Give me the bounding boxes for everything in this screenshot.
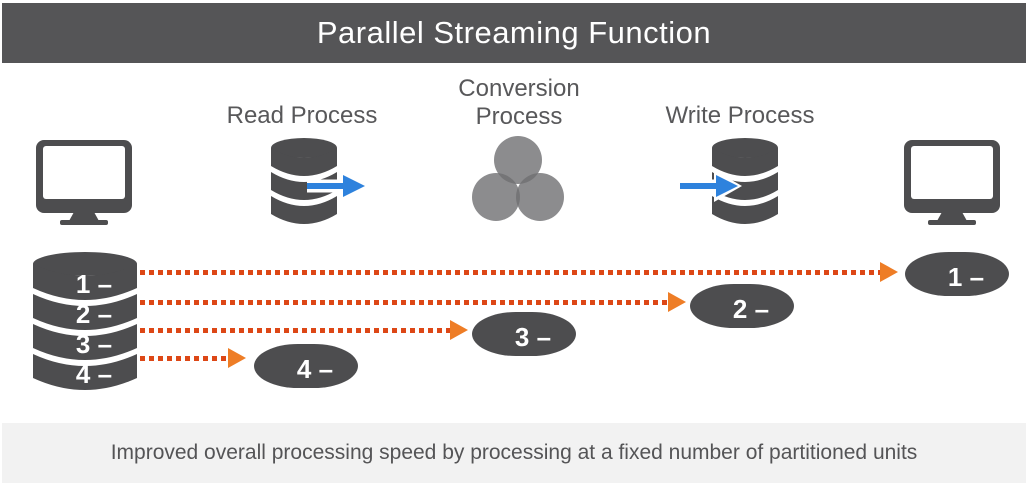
partition-label: 1 – xyxy=(75,269,113,299)
disk-label: 1 – xyxy=(947,261,985,292)
footer-caption: Improved overall processing speed by pro… xyxy=(110,441,918,464)
write-arrow-icon xyxy=(680,170,742,202)
conversion-process-label: Conversion Process xyxy=(458,75,580,130)
partition-segment xyxy=(33,294,137,330)
read-arrow-icon xyxy=(307,170,369,202)
partition-segment xyxy=(33,252,137,276)
disk-label: 4 – xyxy=(296,353,334,384)
partition-segment xyxy=(33,264,137,300)
partition-segment xyxy=(33,354,137,390)
partition-disk: 1 – xyxy=(905,252,1009,296)
stream-dotted-line xyxy=(140,300,668,305)
write-database-icon xyxy=(680,138,778,224)
partition-label: 3 – xyxy=(75,329,113,359)
partition-stack xyxy=(33,252,137,390)
stream-dotted-line xyxy=(140,270,880,275)
stream-arrowhead-icon xyxy=(228,348,246,368)
disk-label: 3 – xyxy=(514,321,552,352)
source-monitor-icon xyxy=(36,140,132,225)
read-database-icon xyxy=(271,138,369,224)
page-title: Parallel Streaming Function xyxy=(316,15,712,50)
target-monitor-icon xyxy=(904,140,1000,225)
partition-disk: 4 – xyxy=(254,344,358,388)
stream-arrowhead-icon xyxy=(880,262,898,282)
stream-arrowhead-icon xyxy=(668,292,686,312)
partition-disk: 2 – xyxy=(690,284,794,328)
partition-segment xyxy=(33,324,137,360)
stream-dotted-line xyxy=(140,328,450,333)
read-process-label: Read Process xyxy=(226,102,378,129)
title-bar: Parallel Streaming Function xyxy=(2,3,1026,63)
partition-disk: 3 – xyxy=(472,312,576,356)
footer-bar: Improved overall processing speed by pro… xyxy=(2,423,1026,483)
stream-arrowhead-icon xyxy=(450,320,468,340)
partition-label: 2 – xyxy=(75,299,113,329)
partition-label: 4 – xyxy=(75,359,113,389)
conversion-venn-icon xyxy=(472,136,564,221)
stream-dotted-line xyxy=(140,356,228,361)
disk-label: 2 – xyxy=(732,293,770,324)
write-process-label: Write Process xyxy=(665,102,815,129)
